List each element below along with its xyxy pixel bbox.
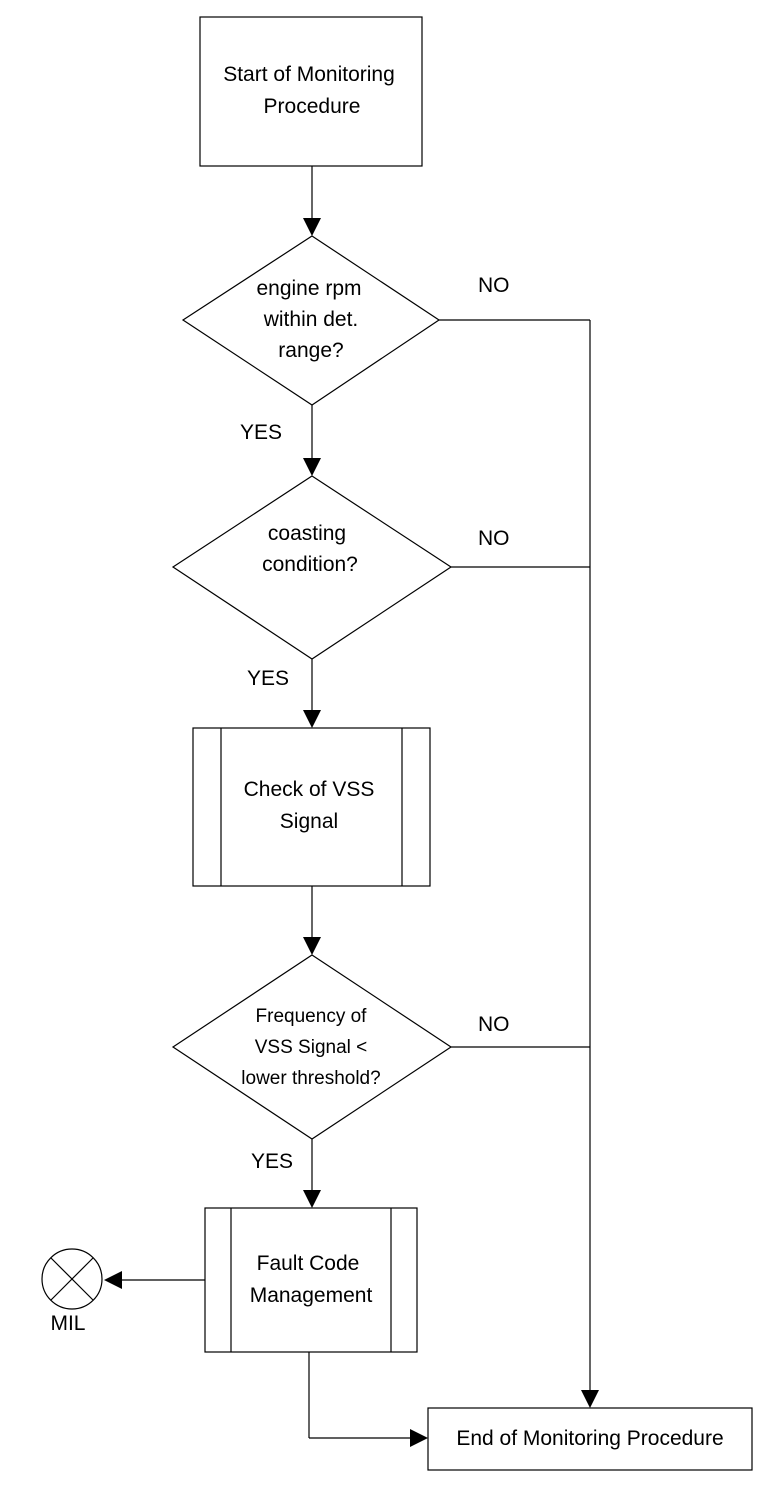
no-label-2: NO — [478, 527, 510, 550]
arrowhead — [303, 218, 321, 236]
check-vss-line-2: Signal — [280, 810, 338, 833]
decision-rpm-node: engine rpm within det. range? — [181, 235, 441, 406]
end-node: End of Monitoring Procedure — [427, 1407, 753, 1471]
decision-coasting-node: coasting condition? — [171, 475, 453, 660]
decision-frequency-line-3: lower threshold? — [241, 1068, 380, 1089]
decision-frequency-node: Frequency of VSS Signal < lower threshol… — [171, 954, 453, 1140]
mil-lamp-icon — [41, 1248, 103, 1310]
arrowhead — [581, 1390, 599, 1408]
start-node: Start of Monitoring Procedure — [199, 16, 423, 167]
fault-code-line-2: Management — [250, 1284, 373, 1307]
check-vss-line-1: Check of VSS — [244, 778, 375, 801]
no-label-3: NO — [478, 1013, 510, 1036]
yes-label-3: YES — [251, 1150, 293, 1173]
decision-frequency-line-2: VSS Signal < — [255, 1037, 368, 1058]
check-vss-node: Check of VSS Signal — [192, 727, 431, 887]
no-label-1: NO — [478, 274, 510, 297]
arrowhead — [303, 710, 321, 728]
arrowhead — [410, 1429, 428, 1447]
decision-frequency-line-1: Frequency of — [256, 1006, 368, 1027]
arrowhead — [303, 458, 321, 476]
connectors — [104, 166, 599, 1447]
fault-code-node: Fault Code Management — [204, 1207, 418, 1353]
arrowhead — [104, 1271, 122, 1289]
start-label-line-2: Procedure — [264, 95, 361, 118]
arrowhead — [303, 1190, 321, 1208]
fault-code-line-1: Fault Code — [257, 1252, 360, 1275]
decision-coasting-line-2: condition? — [262, 553, 358, 576]
mil-label: MIL — [50, 1312, 85, 1335]
end-label: End of Monitoring Procedure — [456, 1427, 723, 1450]
decision-rpm-line-1: engine rpm — [256, 277, 361, 300]
decision-rpm-line-2: within det. — [263, 308, 359, 331]
start-label-line-1: Start of Monitoring — [223, 63, 395, 86]
yes-label-2: YES — [247, 667, 289, 690]
decision-rpm-line-3: range? — [278, 339, 343, 362]
decision-coasting-line-1: coasting — [268, 522, 346, 545]
yes-label-1: YES — [240, 421, 282, 444]
arrowhead — [303, 937, 321, 955]
